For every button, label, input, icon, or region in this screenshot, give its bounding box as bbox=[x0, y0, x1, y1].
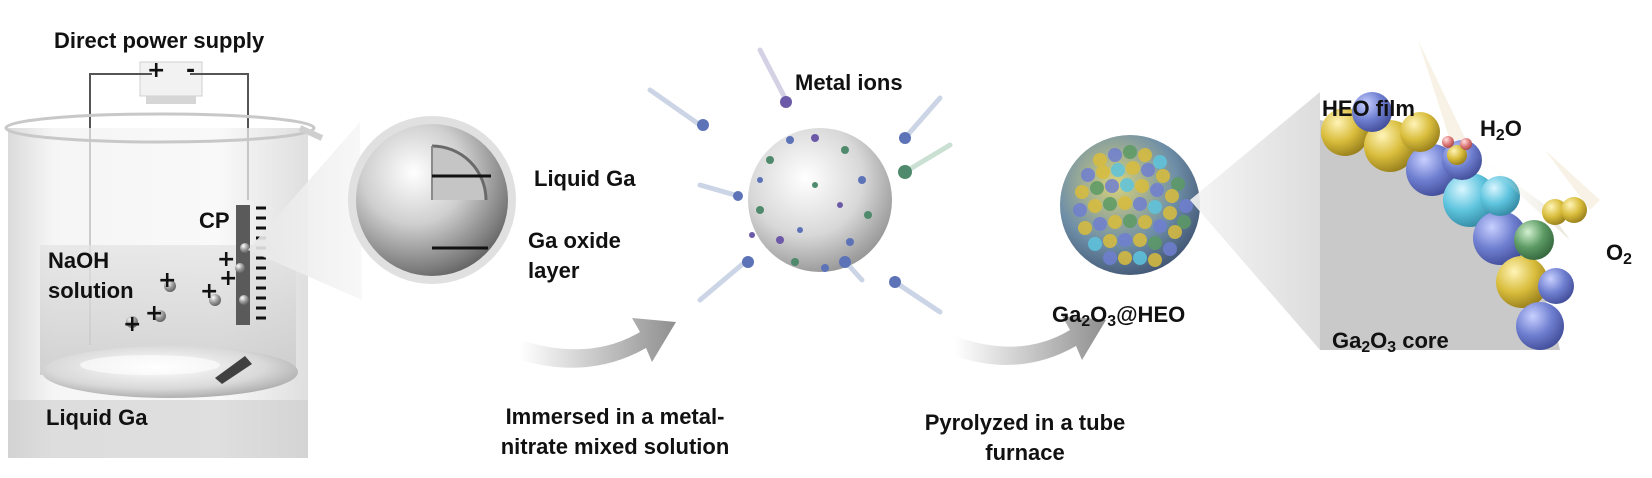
core-sub-1: 2 bbox=[1361, 338, 1371, 356]
label-ga-oxide: Ga oxide bbox=[528, 228, 621, 253]
cation-sign-6: + bbox=[219, 266, 238, 291]
label-layer: layer bbox=[528, 258, 580, 283]
zoom-wedge-droplet bbox=[248, 122, 362, 300]
gallium-droplets bbox=[126, 243, 250, 328]
oxygen-part-a: O bbox=[1606, 240, 1624, 265]
label-direct-power-supply: Direct power supply bbox=[54, 28, 265, 53]
water-part-a: H bbox=[1480, 116, 1496, 141]
heo-film-closeup bbox=[1320, 92, 1574, 350]
cation-sign-2: + bbox=[145, 301, 164, 326]
process-arrow-2 bbox=[955, 316, 1106, 365]
water-molecule bbox=[1418, 40, 1472, 165]
ga2o3-heo-particle bbox=[1060, 135, 1200, 275]
label-liquid-ga-beaker: Liquid Ga bbox=[46, 405, 148, 430]
oxygen-molecule bbox=[1542, 150, 1600, 225]
label-oxygen: O2 bbox=[1606, 240, 1632, 268]
metal-ions bbox=[697, 96, 912, 288]
label-step-pyrolyzed-line2: furnace bbox=[985, 440, 1065, 465]
liquid-ga-droplet bbox=[348, 116, 516, 284]
label-liquid-ga-callout: Liquid Ga bbox=[534, 166, 636, 191]
product-sub-2: 3 bbox=[1107, 312, 1117, 330]
label-step-pyrolyzed-line1: Pyrolyzed in a tube bbox=[924, 410, 1126, 435]
metal-ion-sphere bbox=[748, 128, 892, 272]
core-sub-2: 3 bbox=[1387, 338, 1397, 356]
label-step-immersed-line1: Immersed in a metal- bbox=[505, 404, 725, 429]
core-part-b: O bbox=[1370, 328, 1388, 353]
water-sub: 2 bbox=[1495, 126, 1505, 144]
label-ga2o3-core: Ga2O3 core bbox=[1332, 328, 1449, 356]
core-part-a: Ga bbox=[1332, 328, 1362, 353]
product-part-c: @HEO bbox=[1116, 302, 1186, 327]
cation-sign-4: + bbox=[200, 279, 219, 304]
label-solution: solution bbox=[48, 278, 134, 303]
product-sub-1: 2 bbox=[1081, 312, 1091, 330]
oxygen-sub: 2 bbox=[1623, 250, 1632, 268]
cation-sign-1: + bbox=[158, 268, 177, 293]
water-part-b: O bbox=[1504, 116, 1522, 141]
process-arrow-1 bbox=[520, 318, 676, 368]
cation-sign-3: + bbox=[123, 312, 142, 337]
label-naoh: NaOH bbox=[48, 248, 110, 273]
label-heo-film: HEO film bbox=[1322, 96, 1415, 121]
label-water: H2O bbox=[1480, 116, 1522, 144]
beaker bbox=[4, 112, 324, 458]
core-part-c: core bbox=[1396, 328, 1449, 353]
ion-trails bbox=[647, 47, 953, 315]
product-part-a: Ga bbox=[1052, 302, 1082, 327]
label-metal-ions: Metal ions bbox=[795, 70, 903, 95]
cathode-minus-sign: - bbox=[186, 58, 196, 83]
zoom-wedge-heo bbox=[1190, 92, 1320, 350]
cation-sign-5: + bbox=[217, 247, 236, 272]
label-ga2o3-heo: Ga2O3@HEO bbox=[1052, 302, 1186, 330]
label-step-immersed-line2: nitrate mixed solution bbox=[500, 434, 730, 459]
product-part-b: O bbox=[1090, 302, 1108, 327]
power-supply-box bbox=[139, 61, 203, 104]
anode-plus-sign: + bbox=[147, 58, 166, 83]
label-cp: CP bbox=[199, 208, 230, 233]
